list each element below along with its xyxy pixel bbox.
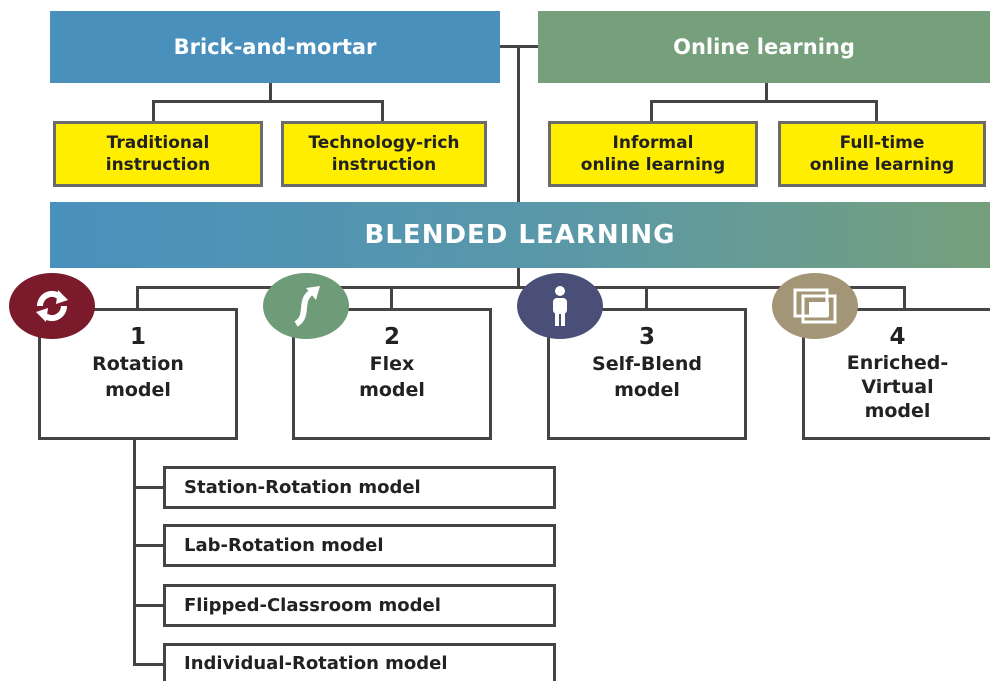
model3-connector [645, 286, 648, 310]
brick-connector-left [152, 100, 155, 122]
model-label: Flex model [359, 353, 425, 401]
technology-rich-instruction-box: Technology-rich instruction [281, 121, 487, 187]
model-number: 1 [129, 324, 146, 350]
screens-icon [772, 273, 858, 339]
model-label: Self-Blend model [592, 353, 702, 401]
sub-connector-2 [133, 544, 165, 547]
blended-learning-banner: BLENDED LEARNING [50, 202, 990, 268]
model2-connector [390, 286, 393, 310]
sub-connector-3 [133, 604, 165, 607]
model-number: 4 [889, 324, 906, 350]
lab-rotation-model-box: Lab-Rotation model [163, 524, 556, 567]
online-connector-left [650, 100, 653, 122]
technology-rich-instruction-label: Technology-rich instruction [308, 133, 460, 175]
submodel-label: Individual-Rotation model [184, 653, 448, 674]
informal-online-learning-label: Informal online learning [580, 133, 726, 175]
model-number: 3 [638, 324, 655, 350]
model-self-blend-box: 3 Self-Blend model [547, 308, 747, 440]
traditional-instruction-label: Traditional instruction [105, 133, 211, 175]
online-connector-stem [765, 82, 768, 102]
full-time-online-learning-label: Full-time online learning [809, 133, 955, 175]
model-label: Rotation model [92, 353, 184, 401]
center-connector-vertical [517, 45, 520, 203]
model-label: Enriched- Virtual model [846, 352, 949, 422]
rotation-sub-trunk [133, 440, 136, 666]
rotation-arrows-icon [9, 273, 95, 339]
blended-connector-bar [136, 286, 906, 289]
traditional-instruction-box: Traditional instruction [53, 121, 263, 187]
person-icon [517, 273, 603, 339]
brick-connector-stem [269, 82, 272, 102]
blended-connector-stem [517, 268, 520, 288]
online-learning-banner: Online learning [538, 11, 990, 83]
submodel-label: Flipped-Classroom model [184, 595, 441, 616]
online-connector-bar [650, 100, 878, 103]
online-connector-right [875, 100, 878, 122]
individual-rotation-model-box: Individual-Rotation model [163, 643, 556, 681]
model-number: 2 [383, 324, 400, 350]
sub-connector-1 [133, 486, 165, 489]
flipped-classroom-model-box: Flipped-Classroom model [163, 584, 556, 627]
station-rotation-model-box: Station-Rotation model [163, 466, 556, 509]
model4-connector [903, 286, 906, 310]
flex-arrow-icon [263, 273, 349, 339]
top-connector-horizontal [500, 45, 540, 48]
informal-online-learning-box: Informal online learning [548, 121, 758, 187]
submodel-label: Station-Rotation model [184, 477, 421, 498]
model1-connector [136, 286, 139, 310]
brick-connector-bar [152, 100, 384, 103]
full-time-online-learning-box: Full-time online learning [778, 121, 986, 187]
brick-and-mortar-banner: Brick-and-mortar [50, 11, 500, 83]
brick-connector-right [381, 100, 384, 122]
sub-connector-4 [133, 663, 165, 666]
submodel-label: Lab-Rotation model [184, 535, 384, 556]
